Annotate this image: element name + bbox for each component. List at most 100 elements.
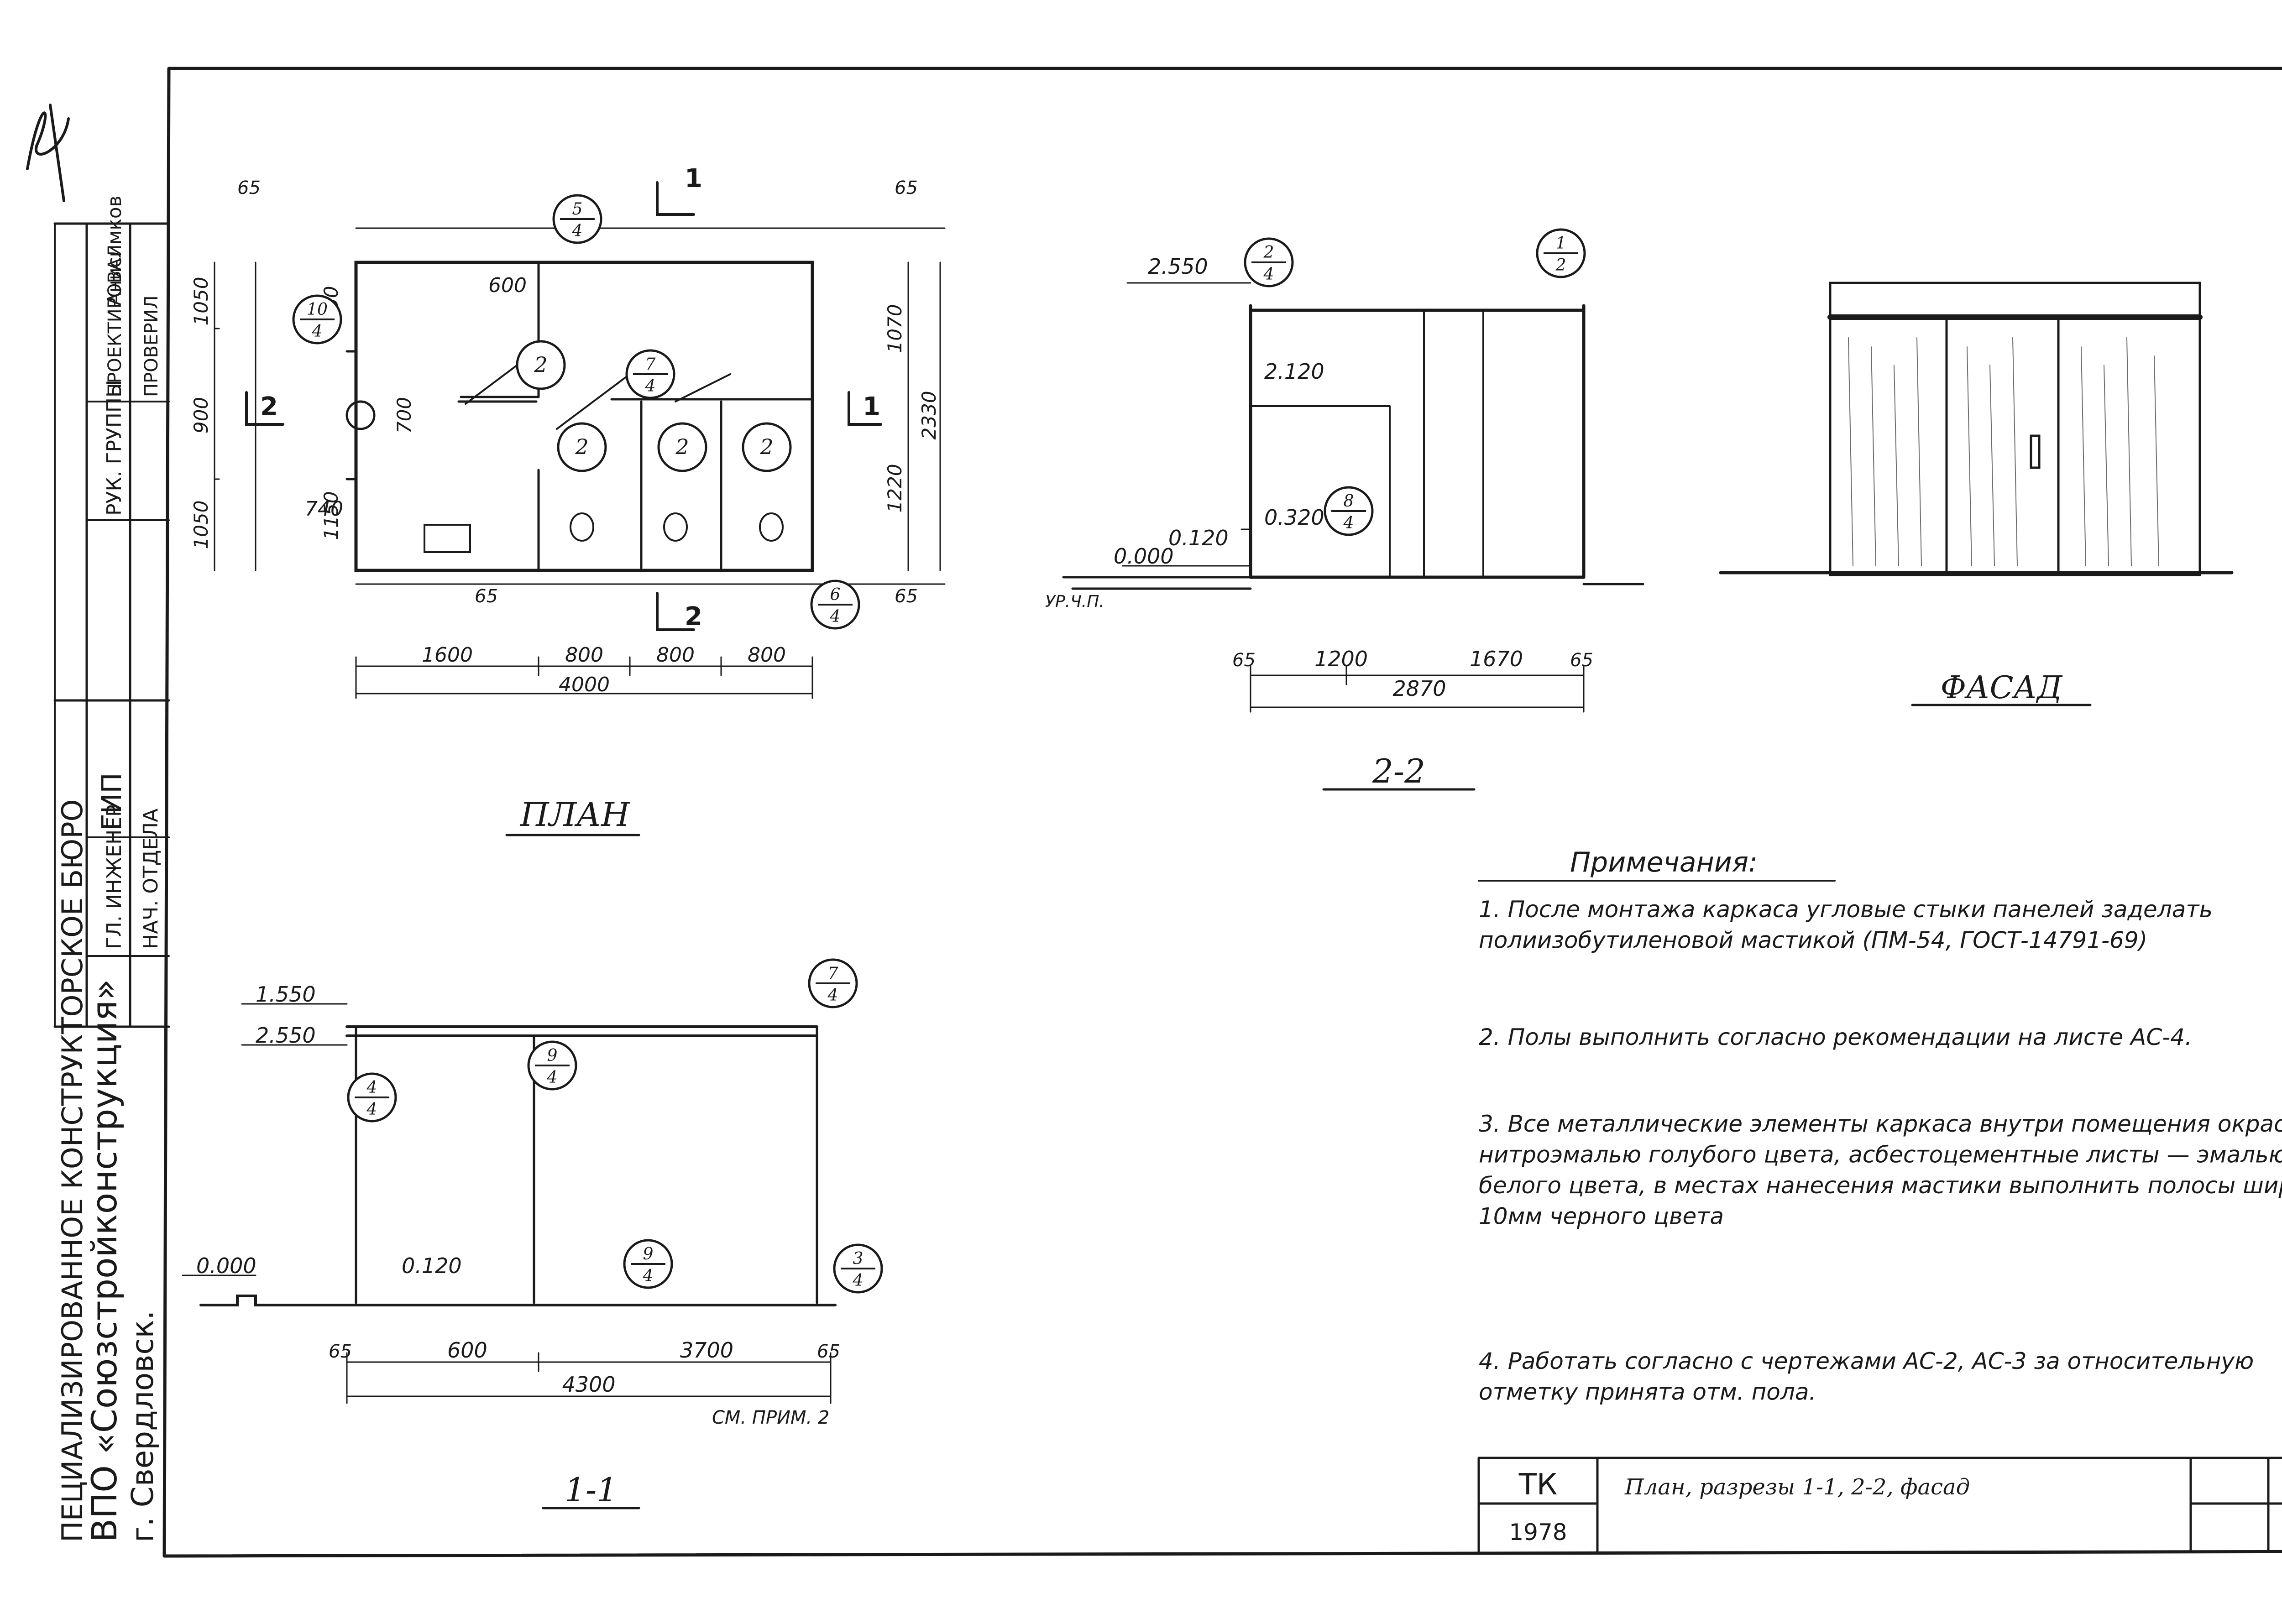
plan-callout-4-text-2: 4 bbox=[645, 377, 656, 396]
section11-callout-1-text-2: 4 bbox=[827, 986, 838, 1005]
s22-level-top: 2.550 bbox=[1148, 254, 1208, 279]
s22-dim-2: 1200 bbox=[1314, 647, 1368, 671]
cut-label-2b: 2 bbox=[260, 392, 278, 422]
s22-dim-lines bbox=[1122, 282, 1585, 713]
s22-dim-total: 2870 bbox=[1392, 676, 1446, 701]
plan-dim-small-1: 740 bbox=[305, 497, 343, 521]
title-code: ТК bbox=[1518, 1468, 1558, 1502]
s11-level-second: 2.550 bbox=[256, 1023, 316, 1048]
plan-corner-1: 65 bbox=[237, 178, 261, 198]
plan-cut-labels: 1 1 2 2 bbox=[260, 164, 880, 632]
s22-panels bbox=[1250, 309, 1484, 578]
section11-callout-3: 94 bbox=[527, 1040, 577, 1091]
s22-outline bbox=[1249, 304, 1586, 579]
plan-dim-4: 800 bbox=[748, 643, 786, 667]
section11-callout-3-text-1: 9 bbox=[547, 1046, 558, 1065]
note-3: 3. Все металлические элементы каркаса вн… bbox=[1479, 1111, 2282, 1230]
org-line-1: ПЕЦИАЛИЗИРОВАННОЕ КОНСТРУКТОРСКОЕ БЮРО bbox=[56, 799, 89, 1542]
facade-door-split bbox=[1945, 316, 2060, 576]
role-2: ПРОЕКТИРОВАЛ bbox=[105, 245, 126, 397]
plan-callout-3-text-1: 2 bbox=[534, 352, 547, 377]
plan-dim-right-1: 1070 bbox=[884, 304, 906, 353]
s11-dim-1: 65 bbox=[329, 1341, 352, 1362]
plan-dim-right-2: 1220 bbox=[884, 464, 906, 513]
plan-corner-4: 65 bbox=[895, 586, 918, 607]
stamp-roles: РУК. ГРУППЫ ПРОЕКТИРОВАЛ ПРОВЕРИЛ ГЛ. ИН… bbox=[96, 196, 162, 949]
plan-callout-7: 2 bbox=[742, 422, 792, 472]
plan-vertical-dims: 1050 900 1050 1150 700 1150 1070 1220 23… bbox=[190, 277, 940, 549]
note-4: 4. Работать согласно с чертежами АС-2, А… bbox=[1479, 1348, 2254, 1405]
note-1: 1. После монтажа каркаса угловые стыки п… bbox=[1479, 896, 2213, 954]
door-swings bbox=[465, 348, 731, 430]
plan-dim-left-1: 1050 bbox=[190, 277, 212, 326]
plan-partitions bbox=[457, 261, 814, 572]
facade-shading bbox=[1848, 337, 2159, 566]
plan-basin bbox=[345, 400, 376, 430]
title-year: 1978 bbox=[1509, 1519, 1567, 1546]
section11-callout-2: 44 bbox=[347, 1072, 397, 1123]
s11-dim-3: 3700 bbox=[680, 1338, 733, 1363]
s22-level-sill: 0.320 bbox=[1264, 505, 1324, 530]
s22-level-zero: 0.000 bbox=[1114, 544, 1174, 569]
s11-dim-2: 600 bbox=[447, 1338, 487, 1363]
cut-label-1a: 1 bbox=[685, 164, 702, 193]
section22-view bbox=[1062, 282, 1644, 713]
plan-dim-right-total: 2330 bbox=[918, 391, 940, 440]
plan-dim-2: 800 bbox=[565, 643, 603, 667]
door-handle bbox=[2030, 434, 2041, 469]
plan-callout-5-text-1: 2 bbox=[575, 434, 588, 459]
name-1: Анисимков bbox=[103, 196, 126, 306]
section11-callout-2-text-1: 4 bbox=[366, 1078, 377, 1097]
role-1: РУК. ГРУППЫ bbox=[103, 380, 126, 516]
plan-dim-3: 800 bbox=[656, 643, 695, 667]
plan-callout-7-text-1: 2 bbox=[759, 434, 773, 459]
section22-callout-2-text-1: 1 bbox=[1556, 234, 1566, 253]
plan-title: ПЛАН bbox=[519, 795, 630, 834]
title-block bbox=[1477, 1457, 2282, 1553]
section11-callout-5-text-1: 3 bbox=[853, 1249, 864, 1268]
left-stamp bbox=[26, 104, 170, 1028]
plan-callout-1-text-2: 4 bbox=[572, 222, 583, 240]
notes-heading: Примечания: bbox=[1570, 846, 1758, 878]
section22-title: 2-2 bbox=[1372, 752, 1425, 790]
s22-level-door: 2.120 bbox=[1264, 359, 1324, 384]
s22-texts: 2.550 2.120 0.320 0.120 0.000 УР.Ч.П. 65… bbox=[1045, 254, 1593, 701]
plan-dimensions: 1600 800 800 800 4000 740 600 65 65 65 6… bbox=[237, 178, 918, 696]
plan-callout-4: 74 bbox=[625, 349, 675, 399]
s11-note-ref: СМ. ПРИМ. 2 bbox=[712, 1407, 829, 1428]
wc-3 bbox=[759, 512, 784, 542]
plan-callout-1-text-1: 5 bbox=[572, 200, 583, 219]
plan-callout-1: 54 bbox=[552, 194, 602, 244]
plan-dim-small-2: 600 bbox=[488, 274, 527, 297]
section11-callout-1: 74 bbox=[808, 958, 858, 1008]
org-line-2: ВПО «Союзстройконструкция» bbox=[84, 979, 125, 1542]
plan-callout-8-text-1: 6 bbox=[830, 585, 841, 604]
s22-dim-1: 65 bbox=[1232, 650, 1256, 671]
title-description: План, разрезы 1-1, 2-2, фасад bbox=[1624, 1474, 1970, 1500]
section22-callout-1-text-1: 2 bbox=[1263, 243, 1274, 262]
plan-corner-3: 65 bbox=[475, 586, 498, 607]
section22-callout-1: 24 bbox=[1244, 237, 1294, 287]
plan-callout-6-text-1: 2 bbox=[675, 434, 689, 459]
plan-bench bbox=[424, 524, 471, 553]
plan-dim-lines bbox=[214, 227, 946, 699]
section11-callout-4: 94 bbox=[623, 1239, 673, 1289]
role-6: НАЧ. ОТДЕЛА bbox=[139, 809, 162, 949]
plan-dim-1: 1600 bbox=[422, 643, 473, 667]
facade-view bbox=[1719, 282, 2234, 576]
role-5: ГИП bbox=[96, 773, 128, 830]
s11-level-top: 1.550 bbox=[256, 982, 316, 1007]
plan-dim-in-2: 700 bbox=[393, 397, 415, 433]
wc-2 bbox=[663, 512, 688, 542]
role-4: ГЛ. ИНЖЕНЕР bbox=[103, 804, 126, 949]
section11-callout-2-text-2: 4 bbox=[366, 1100, 377, 1119]
plan-callout-2-text-1: 10 bbox=[307, 300, 328, 319]
notes-block: Примечания: 1. После монтажа каркаса угл… bbox=[1479, 846, 2282, 1405]
plan-dim-total: 4000 bbox=[559, 673, 610, 696]
plan-corner-2: 65 bbox=[895, 178, 918, 198]
section11-title: 1-1 bbox=[565, 1471, 618, 1509]
section11-callout-3-text-2: 4 bbox=[547, 1068, 558, 1087]
plan-callout-5: 2 bbox=[557, 422, 607, 472]
